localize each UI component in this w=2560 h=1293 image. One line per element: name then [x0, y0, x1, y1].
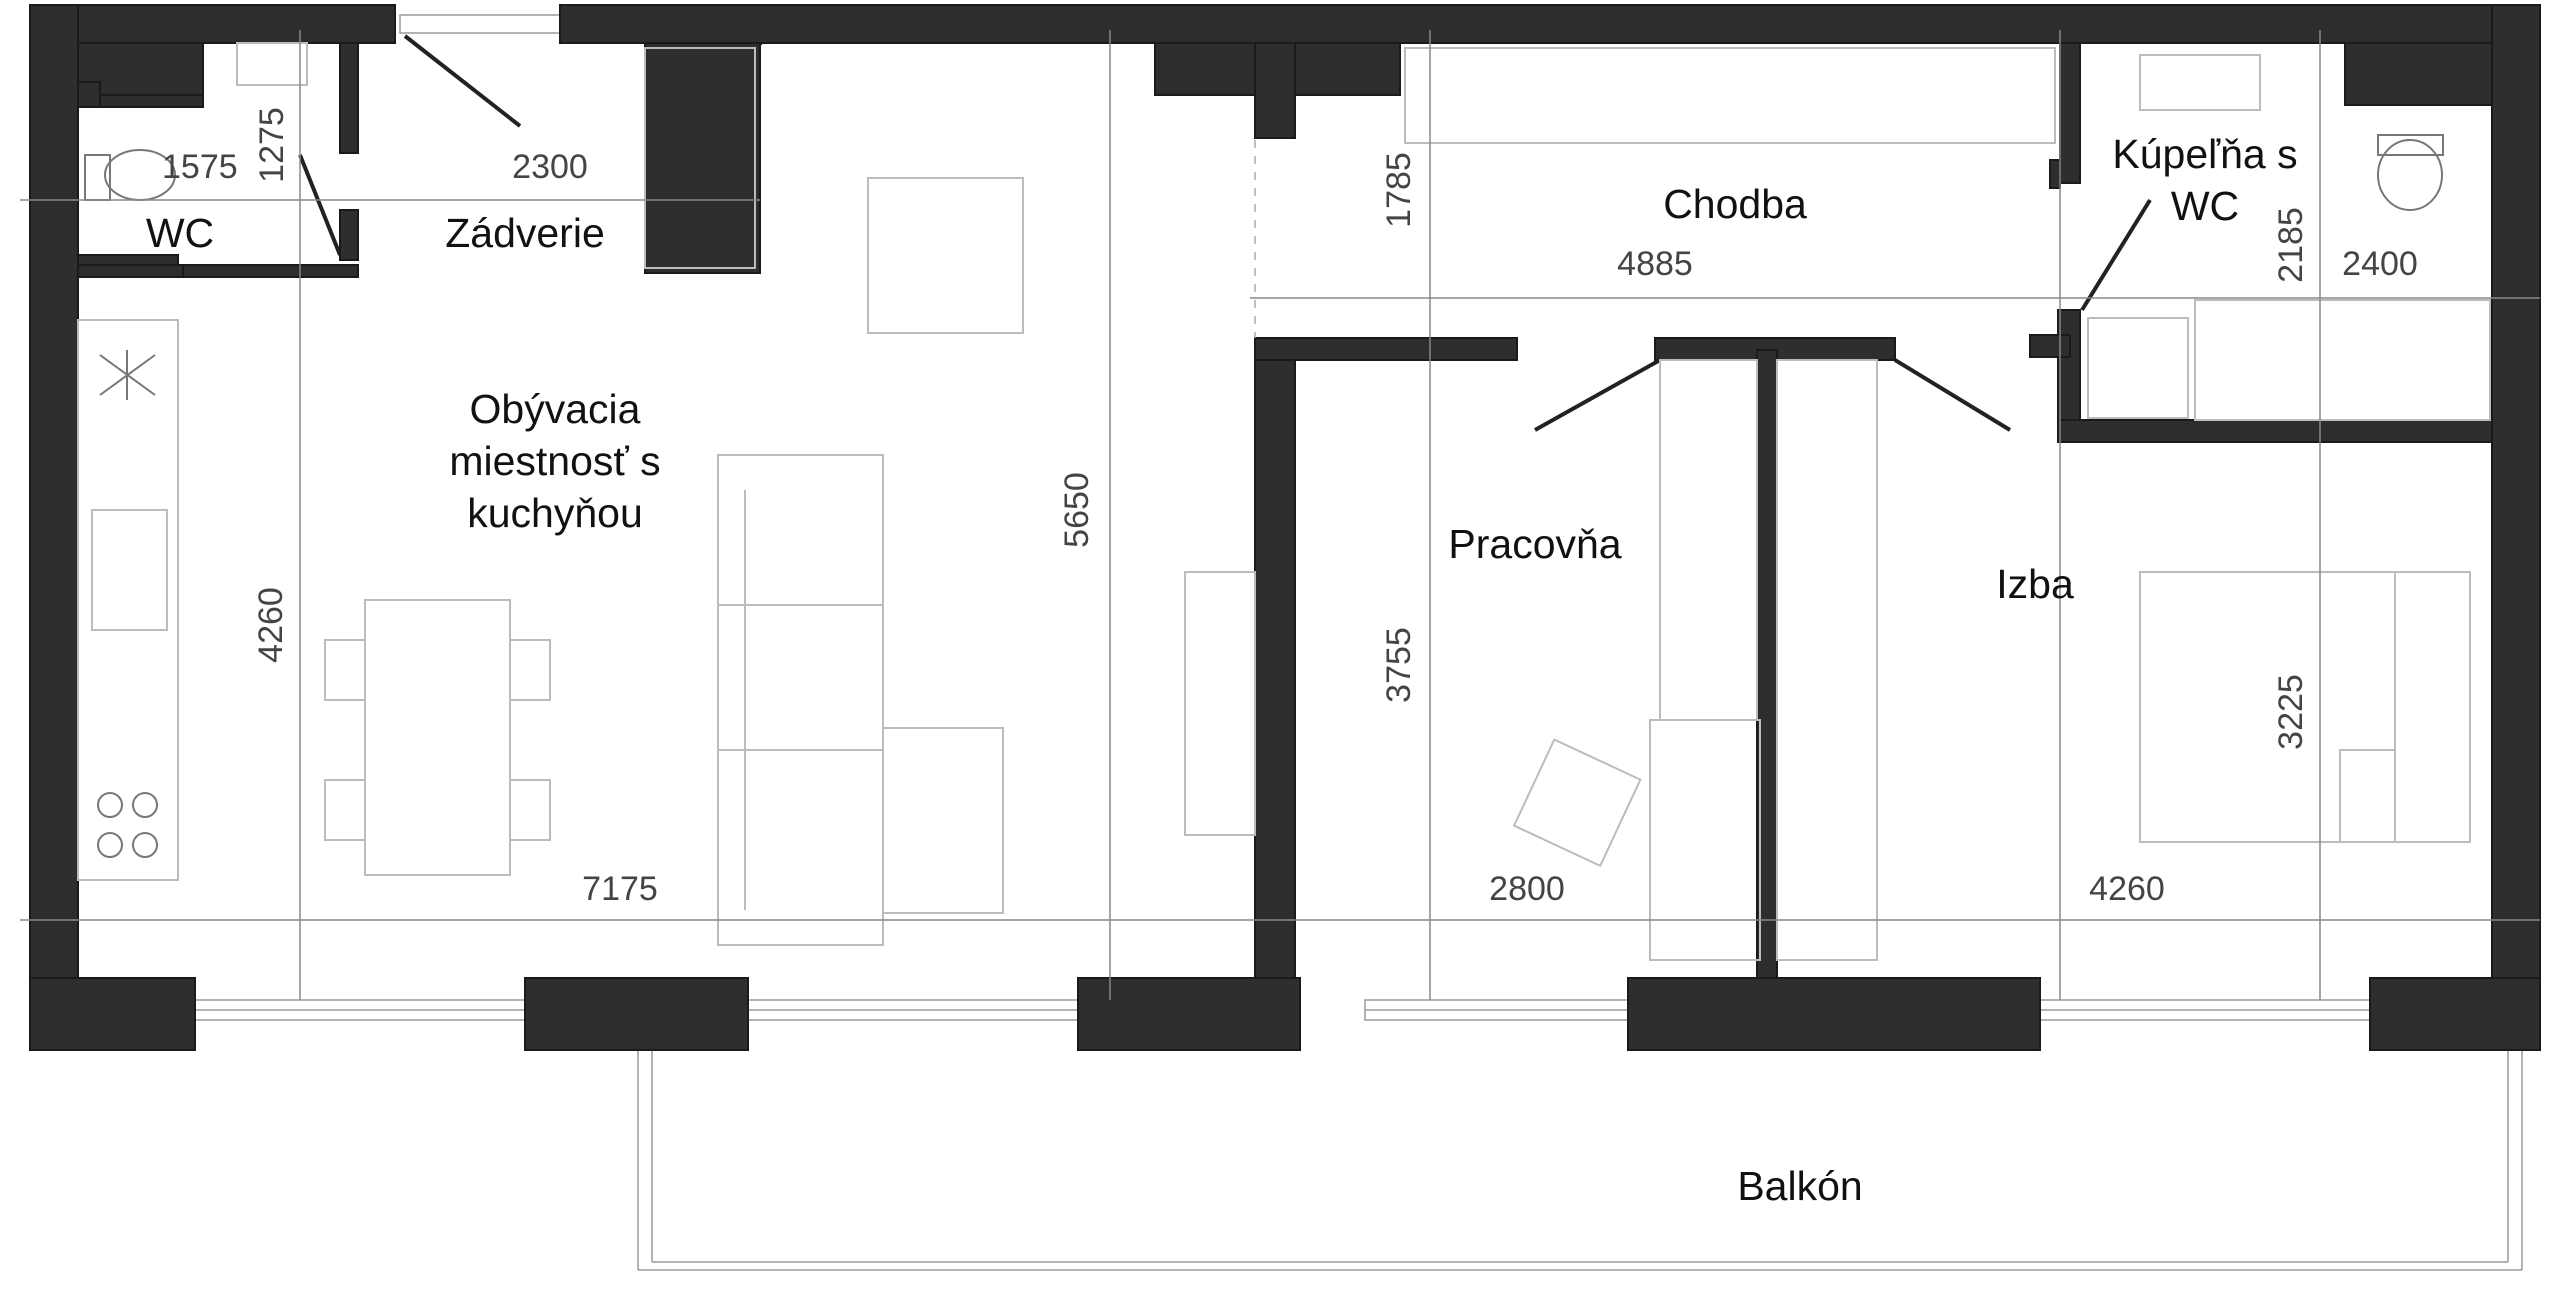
dimension-5650: 5650 — [1058, 472, 1096, 548]
dimension-2300: 2300 — [512, 148, 588, 186]
dimension-labels: 1575 1275 2300 1785 4885 2185 2400 5650 … — [162, 107, 2418, 908]
room-label-kupelna-line2: WC — [2171, 183, 2239, 229]
dimension-4260-right: 4260 — [2089, 870, 2165, 908]
dimension-1575: 1575 — [162, 148, 238, 186]
dimension-4260-left: 4260 — [252, 587, 290, 663]
room-label-izba: Izba — [1996, 561, 2074, 607]
room-label-balkon: Balkón — [1737, 1163, 1862, 1209]
dimension-lines — [20, 30, 2540, 1000]
room-labels: WC Zádverie Obývacia miestnosť s kuchyňo… — [146, 131, 2298, 1209]
dimension-3755: 3755 — [1380, 627, 1418, 703]
room-label-wc: WC — [146, 210, 214, 256]
dimension-7175: 7175 — [582, 870, 658, 908]
dimension-2400: 2400 — [2342, 245, 2418, 283]
room-label-zadverie: Zádverie — [445, 210, 605, 256]
furniture — [77, 42, 2491, 961]
dimension-2800: 2800 — [1489, 870, 1565, 908]
dimension-1785: 1785 — [1380, 152, 1418, 228]
room-label-obyvacia-line2: miestnosť s — [449, 438, 660, 484]
balcony — [637, 1050, 2523, 1271]
room-label-obyvacia-line1: Obývacia — [470, 386, 641, 432]
room-label-kupelna-line1: Kúpeľňa s — [2112, 131, 2297, 177]
room-label-obyvacia-line3: kuchyňou — [467, 490, 643, 536]
dimension-3225: 3225 — [2272, 674, 2310, 750]
dimension-4885: 4885 — [1617, 245, 1693, 283]
room-label-chodba: Chodba — [1663, 181, 1807, 227]
dimension-1275: 1275 — [253, 107, 291, 183]
room-label-pracovna: Pracovňa — [1448, 521, 1621, 567]
dimension-2185: 2185 — [2272, 207, 2310, 283]
